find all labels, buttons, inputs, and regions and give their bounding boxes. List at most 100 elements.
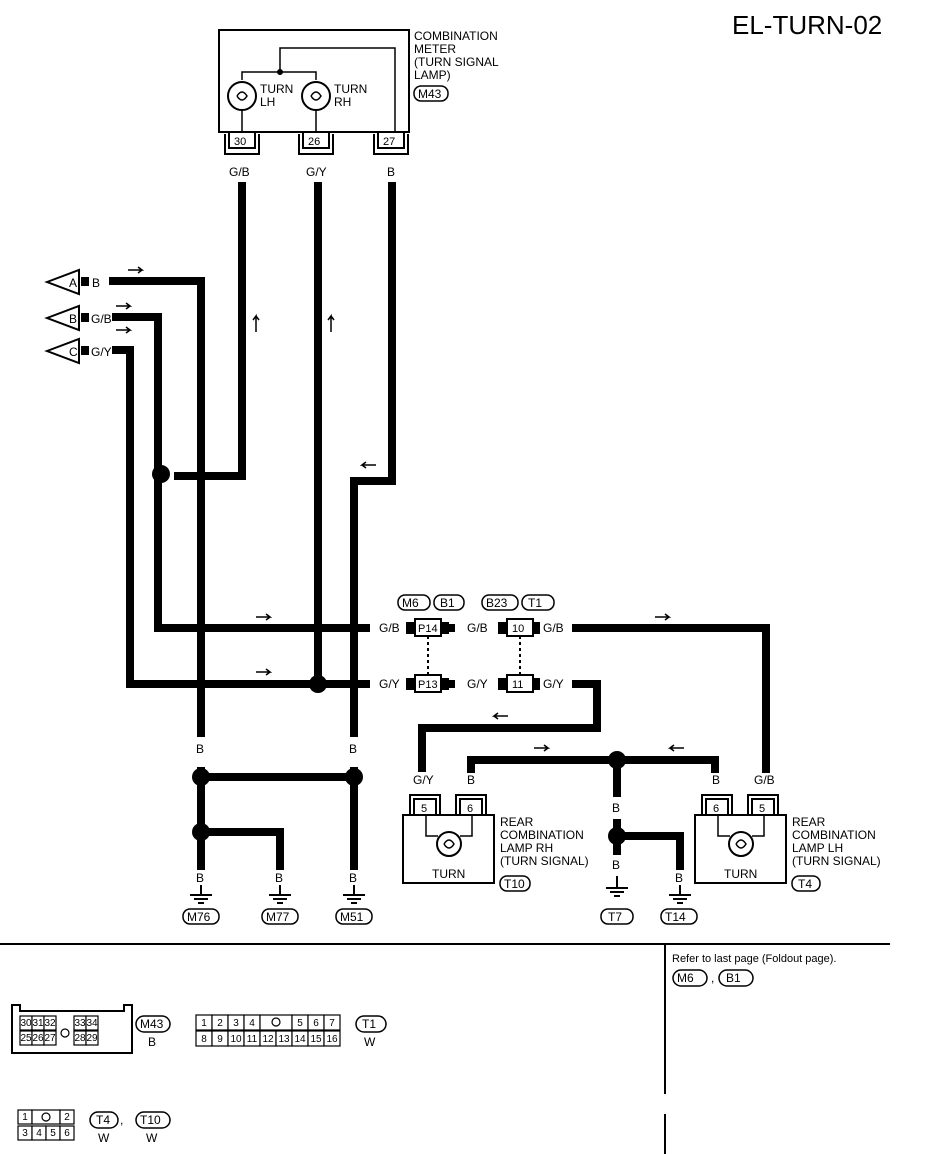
turn-rh-label-2: RH	[334, 95, 351, 109]
wire-color-gb-2: G/B	[467, 621, 488, 635]
rear-lamp-rh-name-1: REAR	[500, 815, 534, 829]
rear-lamp-lh: TURN 6 5 REAR COMBINATION LAMP LH (TURN …	[694, 794, 881, 892]
ground-m77-id: M77	[266, 910, 290, 924]
joint-pin-11: 11	[512, 679, 523, 691]
t1-cell: 8	[201, 1034, 207, 1045]
joint-conn-b1: B1	[440, 596, 455, 610]
wire-color-b-lamp-lh: B	[712, 773, 720, 787]
ground-m76: B M76	[182, 870, 220, 925]
turn-lh-lamp-icon	[227, 81, 257, 111]
foldout-conn-m6: M6	[677, 971, 694, 985]
joint-pin-10: 10	[512, 623, 524, 635]
input-a-color: B	[92, 276, 100, 290]
wire-color-b-mid: B	[349, 742, 357, 756]
input-a: A B	[44, 268, 100, 296]
page-title: EL-TURN-02	[732, 10, 882, 40]
rear-lamp-lh-name-2: COMBINATION	[792, 828, 876, 842]
ground-m76-id: M76	[187, 910, 211, 924]
wire-color-b-lamp-ground: B	[612, 801, 620, 815]
meter-name-1: COMBINATION	[414, 29, 498, 43]
rear-lamp-rh-bulb-icon	[436, 831, 462, 857]
foldout-note: Refer to last page (Foldout page).	[672, 953, 836, 965]
m43-cell: 31	[32, 1018, 44, 1029]
foldout-comma: ,	[711, 971, 714, 985]
input-c-letter: C	[69, 345, 78, 359]
wire-color-b-lamp-rh: B	[467, 773, 475, 787]
wire-color-gy-2: G/Y	[467, 677, 488, 691]
m43-cell: 29	[86, 1033, 98, 1044]
turn-rh-lamp-icon	[301, 81, 331, 111]
input-b: B G/B	[44, 304, 112, 332]
t1-cell: 5	[297, 1018, 303, 1029]
m43-cell: 26	[32, 1033, 44, 1044]
t1-cell: 16	[326, 1034, 338, 1045]
t1-cell: 6	[313, 1018, 319, 1029]
m43-cell: 30	[20, 1018, 32, 1029]
t4-cell: 1	[22, 1112, 28, 1123]
m43-cell: 27	[44, 1033, 56, 1044]
ground-m51-color: B	[349, 871, 357, 885]
t1-cell: 9	[217, 1034, 223, 1045]
ground-t7: T7	[600, 876, 634, 925]
wire-color-b-left: B	[196, 742, 204, 756]
rear-lamp-lh-name-1: REAR	[792, 815, 826, 829]
input-b-letter: B	[69, 312, 77, 326]
input-a-letter: A	[69, 276, 77, 290]
ground-t14-color: B	[675, 871, 683, 885]
joint-pin-p14: P14	[418, 623, 438, 635]
t1-cell: 7	[329, 1018, 335, 1029]
rear-lamp-rh: TURN 5 6 REAR COMBINATION LAMP RH (TURN …	[402, 794, 589, 892]
rear-lamp-lh-connector-id: T4	[798, 877, 812, 891]
rear-lamp-lh-name-4: (TURN SIGNAL)	[792, 854, 881, 868]
connector-view-t10-color: W	[146, 1131, 158, 1145]
wire-color-gb-meter: G/B	[229, 165, 250, 179]
t1-cell: 15	[310, 1034, 322, 1045]
turn-lh-label-2: LH	[260, 95, 275, 109]
joint-conn-t1: T1	[528, 596, 542, 610]
meter-pin-30: 30	[234, 136, 246, 148]
wire-color-gy-meter: G/Y	[306, 165, 327, 179]
ground-m77-color: B	[275, 871, 283, 885]
connector-view-t10-id: T10	[140, 1113, 161, 1127]
connector-view-t1-color: W	[364, 1035, 376, 1049]
splice-points	[152, 465, 626, 845]
joint-pin-p13: P13	[418, 679, 438, 691]
t4-cell: 2	[64, 1112, 70, 1123]
ground-t14: B T14	[660, 870, 698, 925]
meter-pin-26: 26	[308, 136, 320, 148]
t1-cell: 11	[247, 1034, 258, 1045]
wire-color-b-meter: B	[387, 165, 395, 179]
rear-lamp-lh-name-3: LAMP LH	[792, 841, 843, 855]
rear-lamp-lh-pin-5: 5	[759, 803, 765, 815]
joint-connectors: M6 B1 B23 T1 P14 P13 10 11	[397, 594, 555, 693]
connector-view-comma: ,	[120, 1113, 123, 1127]
input-b-color: G/B	[91, 312, 112, 326]
t4-cell: 3	[22, 1128, 28, 1139]
connector-view-t4-color: W	[98, 1131, 110, 1145]
m43-cell: 33	[74, 1018, 86, 1029]
rear-lamp-rh-connector-id: T10	[504, 877, 525, 891]
wires	[109, 182, 770, 880]
t1-cell: 12	[262, 1034, 274, 1045]
rear-lamp-rh-pin-5: 5	[421, 803, 427, 815]
joint-conn-b23: B23	[486, 596, 508, 610]
wire-color-gy-3: G/Y	[543, 677, 564, 691]
wire-color-gy-lamp-rh: G/Y	[413, 773, 434, 787]
rear-lamp-rh-turn-label: TURN	[432, 867, 465, 881]
t1-cell: 1	[201, 1018, 207, 1029]
t1-cell: 14	[294, 1034, 306, 1045]
meter-name-2: METER	[414, 42, 456, 56]
m43-cell: 34	[86, 1018, 98, 1029]
meter-name-4: LAMP)	[414, 68, 451, 82]
m43-cell: 28	[74, 1033, 86, 1044]
t1-cell: 3	[233, 1018, 239, 1029]
rear-lamp-rh-name-3: LAMP RH	[500, 841, 553, 855]
t4-cell: 4	[36, 1128, 42, 1139]
t4-cell: 6	[64, 1128, 70, 1139]
turn-lh-label-1: TURN	[260, 82, 293, 96]
m43-guide-hole	[60, 1028, 70, 1038]
